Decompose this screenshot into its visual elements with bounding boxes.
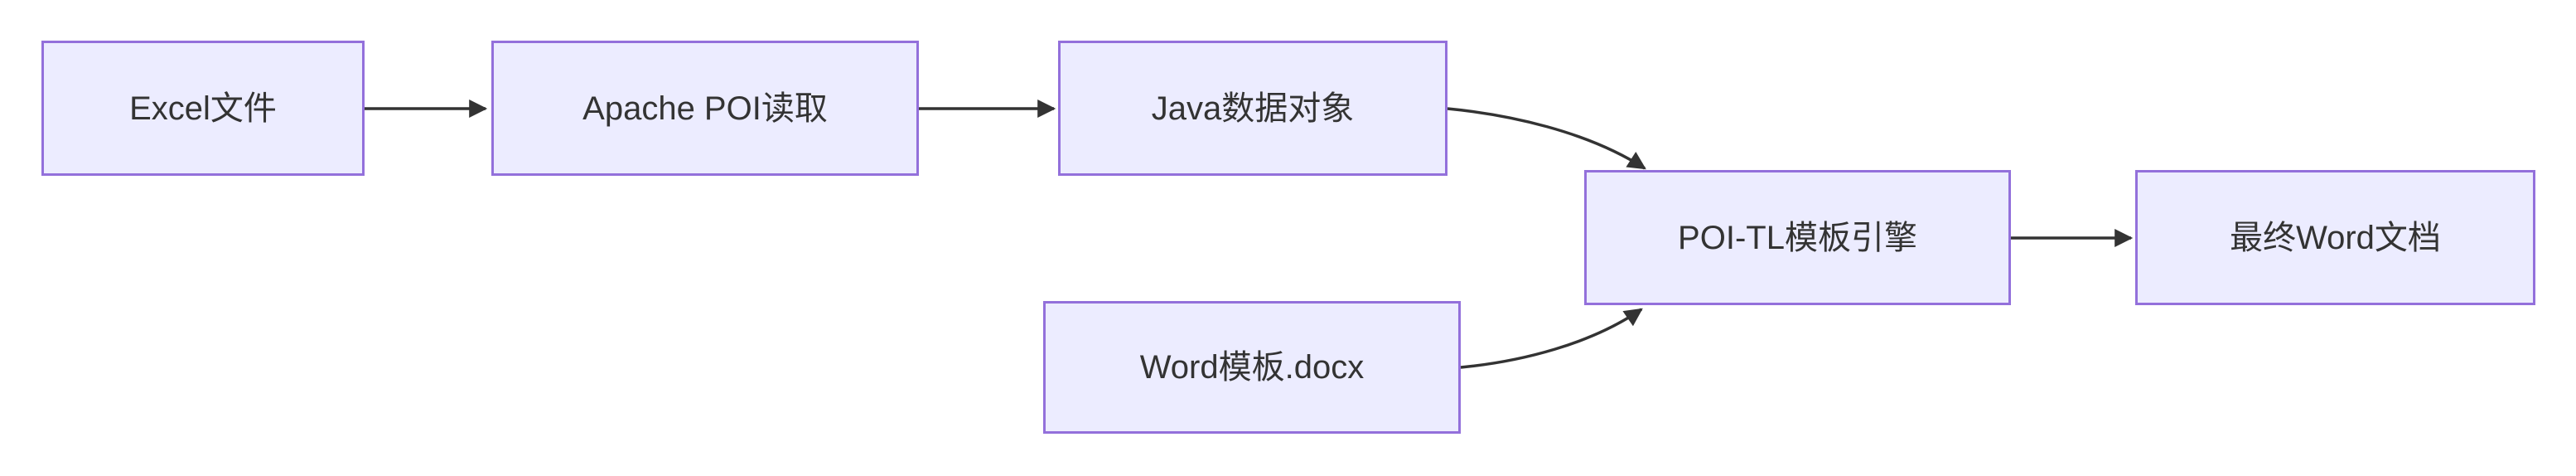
node-java-data-object: Java数据对象 (1058, 41, 1447, 176)
node-excel-file: Excel文件 (41, 41, 365, 176)
edge-java-object-to-poi-tl (1447, 107, 1646, 170)
node-word-template-docx: Word模板.docx (1043, 301, 1461, 434)
node-label-apache-poi-read: Apache POI读取 (582, 90, 828, 127)
node-apache-poi-read: Apache POI读取 (491, 41, 919, 176)
node-label-excel-file: Excel文件 (129, 90, 277, 127)
node-final-word-doc: 最终Word文档 (2135, 170, 2535, 305)
node-label-word-template-docx: Word模板.docx (1139, 349, 1365, 386)
node-label-final-word-doc: 最终Word文档 (2230, 219, 2441, 256)
node-label-java-data-object: Java数据对象 (1151, 90, 1355, 127)
node-label-poi-tl-engine: POI-TL模板引擎 (1678, 219, 1917, 256)
node-poi-tl-engine: POI-TL模板引擎 (1584, 170, 2011, 305)
edge-word-template-to-poi-tl (1460, 308, 1643, 369)
